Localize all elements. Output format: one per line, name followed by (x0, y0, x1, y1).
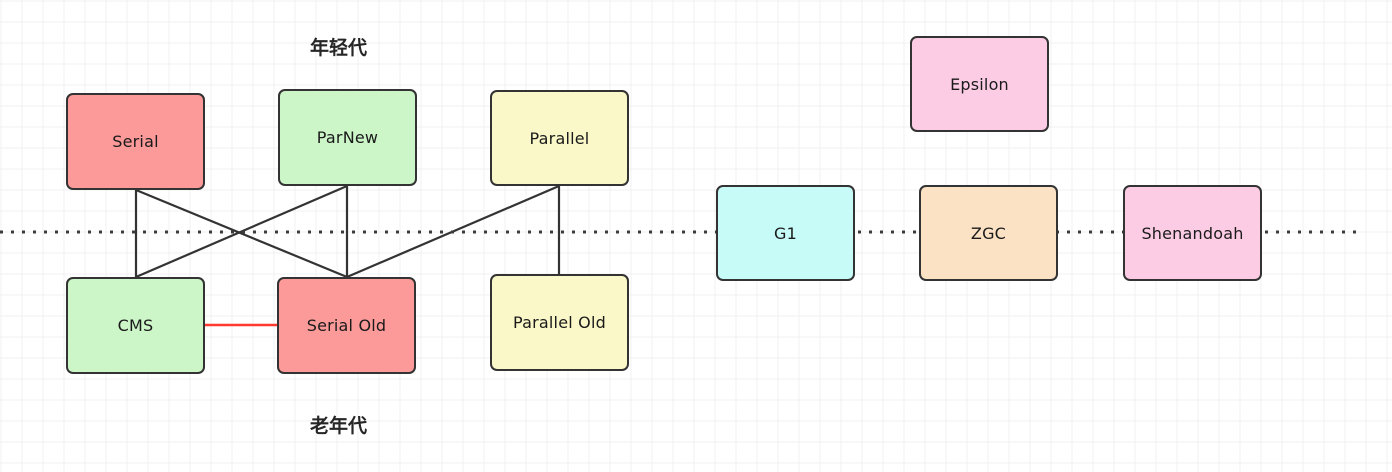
edge-serial-to-serial-old (135, 188, 348, 279)
node-label: ZGC (970, 223, 1007, 243)
node-label: ParNew (316, 128, 379, 147)
node-label: Parallel (529, 128, 590, 148)
node-label: G1 (774, 223, 797, 243)
node-label: Shenandoah (1141, 223, 1244, 243)
node-parallel-old[interactable]: Parallel Old (490, 274, 629, 371)
edge-parallel-to-serial-old (346, 184, 560, 279)
node-shenandoah[interactable]: Shenandoah (1123, 185, 1262, 281)
node-cms[interactable]: CMS (66, 277, 205, 374)
young-generation-label: 年轻代 (310, 37, 368, 59)
node-g1[interactable]: G1 (716, 185, 855, 281)
node-epsilon[interactable]: Epsilon (910, 36, 1049, 132)
node-parallel[interactable]: Parallel (490, 90, 629, 186)
node-label: Parallel Old (513, 313, 606, 332)
edge-parnew-to-cms (135, 184, 348, 279)
node-label: Epsilon (950, 74, 1009, 94)
node-label: Serial (112, 132, 159, 151)
node-label: CMS (117, 316, 154, 335)
node-label: Serial Old (306, 316, 387, 335)
node-parnew[interactable]: ParNew (278, 89, 417, 186)
node-serial-old[interactable]: Serial Old (277, 277, 416, 374)
node-serial[interactable]: Serial (66, 93, 205, 190)
node-zgc[interactable]: ZGC (919, 185, 1058, 281)
old-generation-label: 老年代 (310, 415, 368, 437)
